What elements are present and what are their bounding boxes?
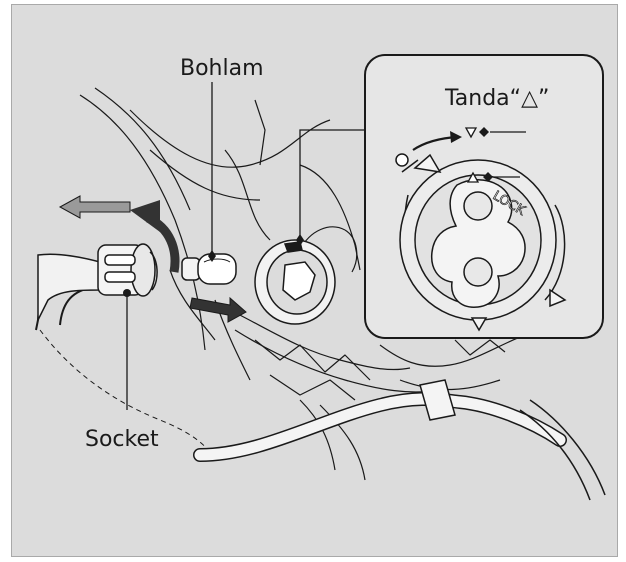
diamond-marker-icon [479,127,489,137]
bulb-label: Bohlam [180,56,264,81]
housing-opening [254,239,336,325]
socket-illustration [97,243,158,297]
triangle-up-icon [466,171,480,183]
mark-label: Tanda“△” [445,86,550,111]
socket-label: Socket [85,427,159,452]
wire-dashed [39,329,211,453]
pull-arrow [58,195,131,219]
diamond-marker-icon-2 [483,172,493,182]
inset-cap [399,159,557,321]
bulb-illustration [181,253,237,285]
inset-detail: LOCK [364,54,604,339]
triangle-down-icon [464,127,478,139]
insert-arrow [189,296,247,323]
open-mark-icon [395,153,409,167]
inset-tabs [413,153,567,332]
